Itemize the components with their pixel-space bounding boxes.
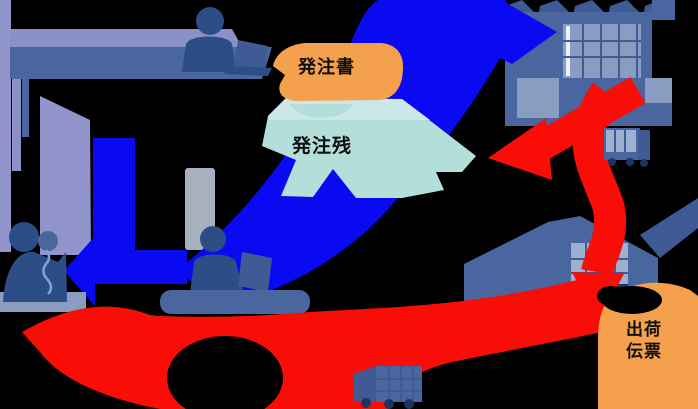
factory-door <box>517 78 559 118</box>
desk2-shadow <box>167 336 283 409</box>
person-at-laptop-icon-2 <box>160 226 310 314</box>
person-on-phone-icon <box>0 222 86 312</box>
truck-icon-2 <box>604 128 650 167</box>
desk2-surface <box>160 290 310 314</box>
shipping-slip-shape: 出荷 伝票 <box>597 282 698 409</box>
purchase-order-shape: 発注書 <box>273 43 404 101</box>
desk1-top-edge <box>10 29 242 47</box>
blue-inquiry-arrow <box>64 138 187 306</box>
under-desk-strip <box>12 79 21 171</box>
monitor-panel <box>40 96 91 255</box>
left-edge-strip <box>0 0 11 252</box>
purchase-order-label: 発注書 <box>297 56 355 77</box>
order-backlog-shape: 発注残 <box>262 98 476 198</box>
shipping-slip-label-line2: 伝票 <box>626 341 662 361</box>
shipping-slip-label-line1: 出荷 <box>626 319 662 339</box>
phone-receiver-icon <box>38 231 58 251</box>
truck-icon <box>354 366 422 409</box>
laptop-icon <box>238 252 272 292</box>
person-at-laptop-icon <box>182 7 272 76</box>
laptop-icon <box>234 40 268 72</box>
under-desk-strip-2 <box>22 79 29 137</box>
order-backlog-label: 発注残 <box>291 134 352 157</box>
phone-cord <box>42 249 53 295</box>
